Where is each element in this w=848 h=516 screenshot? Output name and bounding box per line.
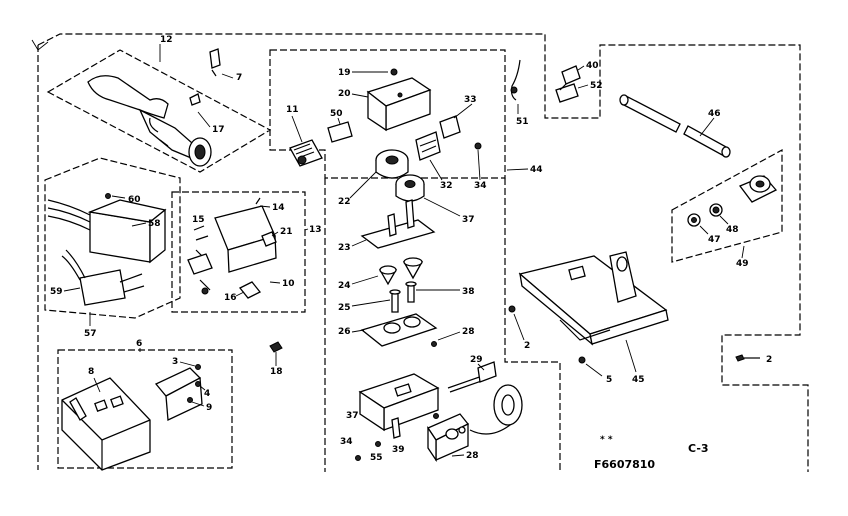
label-p29: 29 [470,355,483,365]
coil-part-11 [289,139,323,167]
label-p60: 60 [128,195,141,205]
label-p23: 23 [338,243,351,253]
label-p44: 44 [530,165,543,175]
knob-group-49 [671,148,783,263]
label-p26: 26 [338,327,351,337]
coil-part-22 [375,149,409,179]
label-p8: 8 [88,367,94,377]
label-p38: 38 [462,287,475,297]
bolt-part-18 [269,341,283,353]
label-p39: 39 [392,445,405,455]
label-p11: 11 [286,105,299,115]
label-p22: 22 [338,197,351,207]
outer-boundary [31,33,809,472]
label-p37b: 37 [346,411,359,421]
label-p15: 15 [192,215,205,225]
label-p19: 19 [338,68,351,78]
label-p17: 17 [212,125,225,135]
control-bracket-45 [508,251,669,364]
label-p52: 52 [590,81,603,91]
label-p40: 40 [586,61,599,71]
label-p5: 5 [606,375,612,385]
valve-body [355,373,440,461]
burner-tube-assembly [46,49,272,173]
label-p55: 55 [370,453,383,463]
label-p50: 50 [330,109,343,119]
igniter-bracket-assembly [171,191,306,313]
label-p33: 33 [464,95,477,105]
label-p14: 14 [272,203,285,213]
label-p37: 37 [462,215,475,225]
rod-part-46 [619,94,731,158]
label-p24: 24 [338,281,351,291]
label-p51: 51 [516,117,529,127]
label-p47: 47 [708,235,721,245]
label-p45: 45 [632,375,645,385]
label-p10: 10 [282,279,295,289]
label-p2b: 2 [766,355,772,365]
label-p32: 32 [440,181,453,191]
label-p34: 34 [474,181,487,191]
label-p28: 28 [462,327,475,337]
label-p46: 46 [708,109,721,119]
screw-part-2 [735,354,760,362]
label-p3: 3 [172,357,178,367]
label-p28b: 28 [466,451,479,461]
coil-part-37 [395,174,425,202]
clip-part-7 [209,48,221,77]
label-p57: 57 [84,329,97,339]
label-p49: 49 [736,259,749,269]
label-p9: 9 [206,403,212,413]
label-p25: 25 [338,303,351,313]
label-p59: 59 [50,287,63,297]
diaphragm-part-24 [378,257,424,286]
valve-assembly-boundary [269,49,561,472]
label-p20: 20 [338,89,351,99]
plate-part-23 [360,199,436,249]
solenoid-bracket [366,68,432,132]
pilot-assembly-box [44,157,181,319]
wire-part-51 [510,59,521,101]
small-mark: * * [600,435,613,445]
label-p48: 48 [726,225,739,235]
label-p4: 4 [204,389,210,399]
label-p6: 6 [136,339,142,349]
label-p21: 21 [280,227,293,237]
label-p18: 18 [270,367,283,377]
page-code: C-3 [688,442,709,455]
label-p58: 58 [148,219,161,229]
label-p2: 2 [524,341,530,351]
gasket-plate-26 [360,313,438,347]
plate-part-50 [327,121,353,143]
label-p7: 7 [236,73,242,83]
label-p13: 13 [309,225,322,235]
pin-parts-25-38 [389,281,417,313]
label-p12: 12 [160,35,173,45]
bracket-parts-40-52 [555,65,581,103]
lower-left-bracket-assembly [57,349,233,471]
drawing-number: F6607810 [594,458,655,471]
knob-assembly-29 [447,361,523,435]
end-bracket-28 [427,413,470,463]
label-p34b: 34 [340,437,353,447]
label-p16: 16 [224,293,237,303]
small-parts-33-32-34 [415,115,482,161]
